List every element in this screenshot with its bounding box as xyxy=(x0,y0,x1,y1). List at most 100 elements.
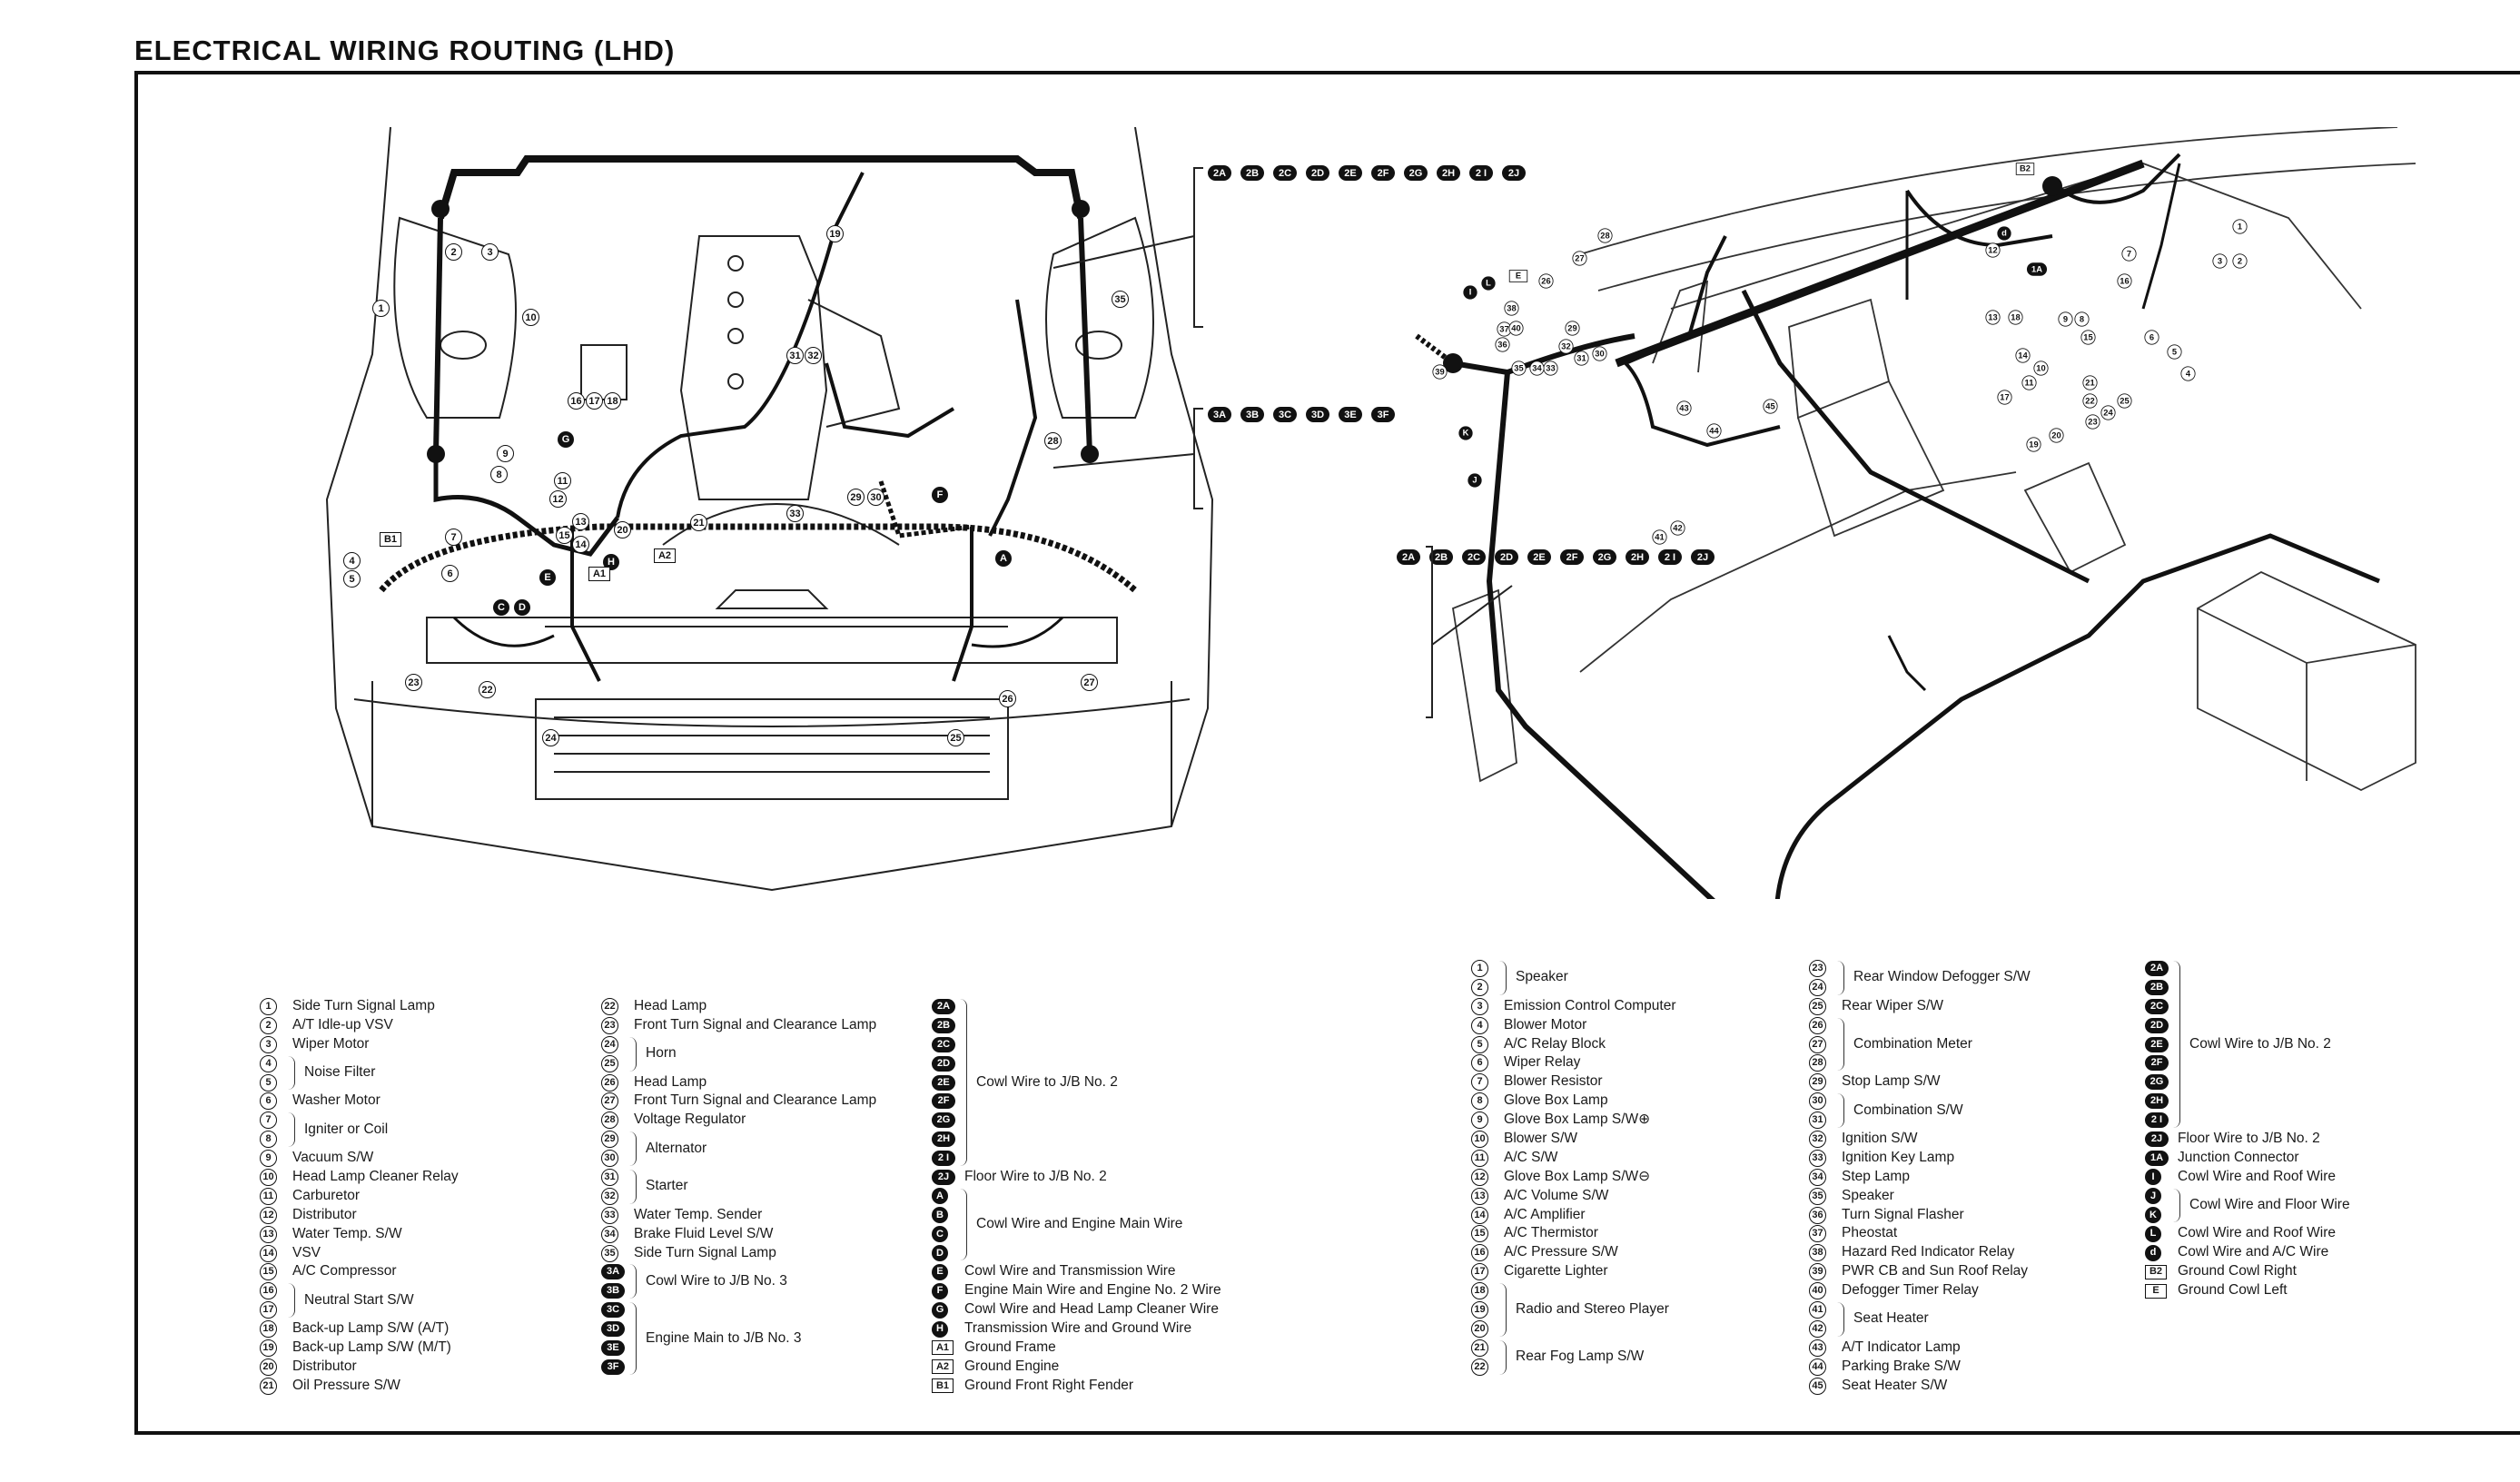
legend-item-label: Head Lamp Cleaner Relay xyxy=(292,1169,459,1185)
cabin-callout: L xyxy=(1481,276,1496,291)
cabin-callout: 22 xyxy=(2082,393,2098,409)
engine-callout: 32 xyxy=(805,347,822,364)
legend-marker-circ: 29 xyxy=(601,1131,618,1149)
legend-marker-dot: H xyxy=(932,1320,948,1338)
legend-marker-circ: 19 xyxy=(260,1339,277,1357)
engine-callout: 4 xyxy=(343,552,361,569)
cabin-callout: 24 xyxy=(2100,405,2116,420)
engine-callout: 28 xyxy=(1044,432,1062,450)
legend-marker-circ: 33 xyxy=(601,1206,618,1224)
engine-callout: 17 xyxy=(586,392,603,410)
legend-group-label: Starter xyxy=(646,1178,688,1194)
cabin-callout: 35 xyxy=(1511,361,1527,376)
brace xyxy=(1834,961,1844,995)
legend-marker-circ: 37 xyxy=(1809,1225,1826,1243)
legend-item-label: A/C S/W xyxy=(1504,1149,1558,1165)
legend-marker-circ: 23 xyxy=(601,1016,618,1034)
legend-marker-dot: J xyxy=(2145,1188,2161,1205)
cabin-callout: 9 xyxy=(2058,311,2073,327)
legend-marker-circ: 21 xyxy=(260,1377,277,1395)
connector-tag: 2F xyxy=(1560,549,1584,565)
cabin-callout: 28 xyxy=(1597,228,1613,243)
legend-group-label: Rear Window Defogger S/W xyxy=(1853,969,2031,985)
legend-item-label: Hazard Red Indicator Relay xyxy=(1842,1244,2015,1260)
legend-marker-pill: 2D xyxy=(932,1055,955,1072)
legend-marker-circ: 33 xyxy=(1809,1149,1826,1167)
legend-item-label: Defogger Timer Relay xyxy=(1842,1282,1979,1299)
cabin-callout: 3 xyxy=(2212,253,2228,269)
engine-callout: 31 xyxy=(786,347,804,364)
legend-marker-circ: 27 xyxy=(601,1092,618,1111)
legend-marker-pill: 3A xyxy=(601,1264,625,1280)
legend-group-label: Alternator xyxy=(646,1140,707,1156)
cabin-callout: 11 xyxy=(2021,375,2037,390)
legend-marker-circ: 8 xyxy=(260,1131,277,1149)
cabin-callout: 6 xyxy=(2144,330,2159,345)
engine-callout: 19 xyxy=(826,225,844,242)
legend-item-label: Head Lamp xyxy=(634,1073,707,1090)
brace xyxy=(627,1170,637,1204)
legend-marker-pill: 1A xyxy=(2145,1150,2169,1166)
legend-marker-dot: D xyxy=(932,1245,948,1262)
engine-callout: F xyxy=(932,487,948,503)
legend-marker-circ: 2 xyxy=(1471,978,1488,996)
legend-marker-circ: 17 xyxy=(260,1301,277,1319)
legend-group-label: Combination S/W xyxy=(1853,1102,1963,1118)
cabin-callout: 14 xyxy=(2015,348,2031,363)
legend-marker-box: B2 xyxy=(2145,1264,2167,1279)
legend-item-label: Cowl Wire and Roof Wire xyxy=(2178,1225,2336,1241)
console-box xyxy=(2197,570,2416,792)
legend-marker-circ: 8 xyxy=(1471,1092,1488,1111)
legend-item-label: Vacuum S/W xyxy=(292,1150,374,1166)
legend-marker-circ: 22 xyxy=(601,997,618,1015)
legend-marker-circ: 9 xyxy=(1471,1112,1488,1130)
legend-group-label: Cowl Wire to J/B No. 2 xyxy=(2189,1035,2331,1052)
legend-marker-circ: 38 xyxy=(1809,1244,1826,1262)
legend-marker-pill: 2H xyxy=(2145,1093,2169,1110)
legend-item-label: Cigarette Lighter xyxy=(1504,1263,1608,1279)
cabin-callout: 25 xyxy=(2117,393,2132,409)
engine-callout: A xyxy=(995,550,1012,567)
cabin-callout: 21 xyxy=(2082,375,2098,390)
brace xyxy=(2170,1188,2180,1223)
brace xyxy=(627,1131,637,1167)
connector-tag: 2H xyxy=(1437,165,1460,181)
legend-marker-circ: 34 xyxy=(601,1225,618,1243)
legend-marker-box: B1 xyxy=(932,1378,954,1394)
legend-marker-pill: 3C xyxy=(601,1302,625,1319)
engine-callout: D xyxy=(514,599,530,616)
cabin-callout: 31 xyxy=(1574,351,1589,366)
diagram-frame xyxy=(134,71,2520,1435)
legend-item-label: Rear Wiper S/W xyxy=(1842,997,1943,1013)
legend-marker-pill: 2F xyxy=(2145,1055,2169,1072)
legend-group-label: Seat Heater xyxy=(1853,1310,1929,1327)
engine-callout: 1 xyxy=(372,300,390,317)
legend-item-label: PWR CB and Sun Roof Relay xyxy=(1842,1263,2029,1279)
engine-callout: 6 xyxy=(441,565,459,582)
cabin-callout: 5 xyxy=(2167,344,2182,360)
legend-marker-pill: 2G xyxy=(2145,1074,2169,1091)
legend-group-label: Radio and Stereo Player xyxy=(1516,1301,1669,1318)
connector-tag: 2B xyxy=(1429,549,1453,565)
connector-tag: 3E xyxy=(1339,407,1362,422)
engine-callout: 27 xyxy=(1081,674,1098,691)
